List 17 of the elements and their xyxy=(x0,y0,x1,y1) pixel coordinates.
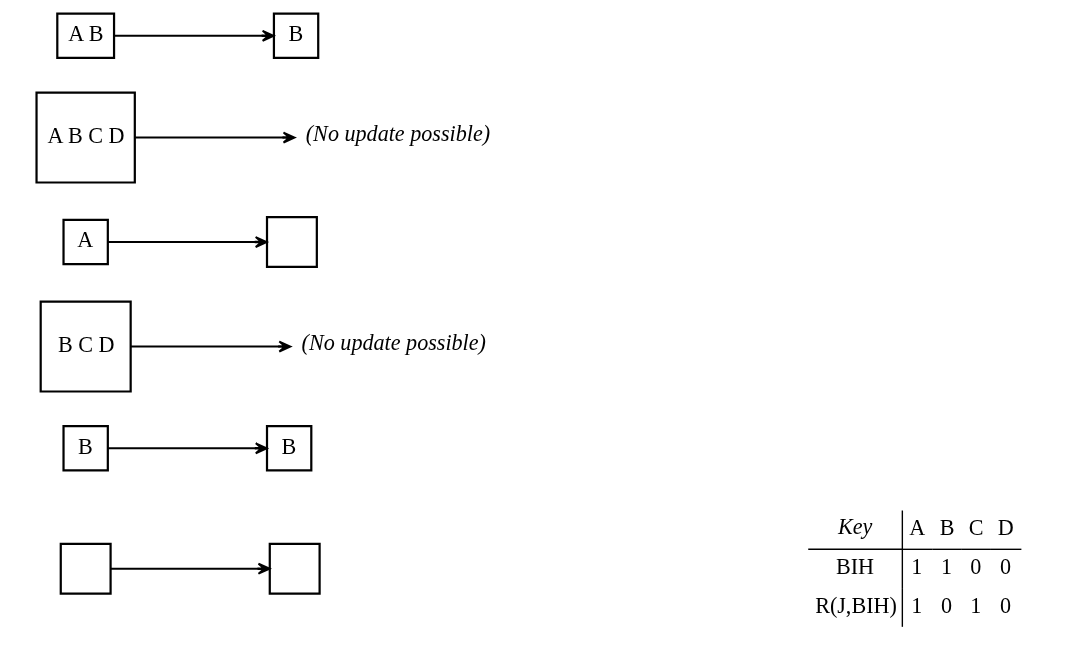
label: B xyxy=(939,515,955,541)
label: 0 xyxy=(941,592,953,618)
label: 0 xyxy=(970,553,982,579)
label: 1 xyxy=(941,553,953,579)
label: D xyxy=(997,515,1014,541)
label: C xyxy=(968,515,984,541)
label: BIH xyxy=(835,553,875,579)
label: A xyxy=(909,515,926,541)
label: 1 xyxy=(911,592,923,618)
label: 0 xyxy=(999,592,1011,618)
label: 1 xyxy=(911,553,923,579)
label: R(J,BIH) xyxy=(815,592,897,618)
label: Key xyxy=(837,513,873,539)
node-text: (No update possible) xyxy=(301,330,486,356)
label: 1 xyxy=(970,592,982,618)
node-text: (No update possible) xyxy=(305,121,491,147)
label: 0 xyxy=(999,553,1011,579)
